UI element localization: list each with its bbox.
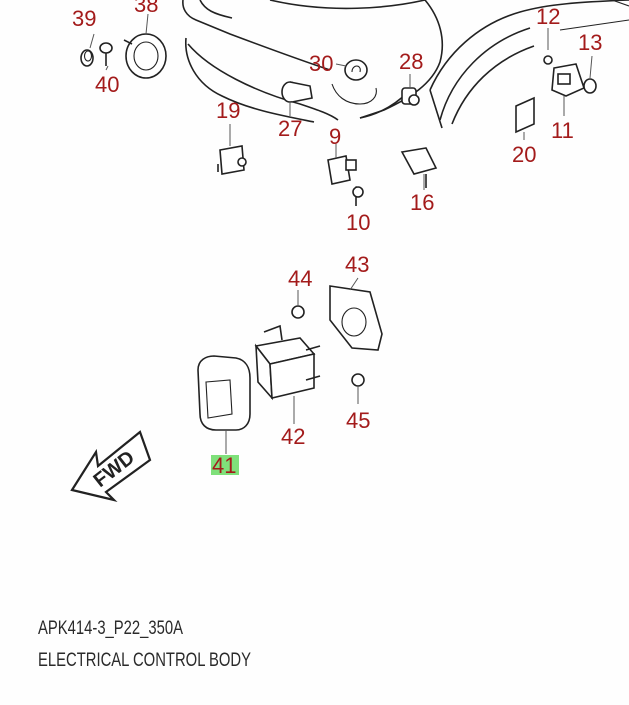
part-number-11[interactable]: 11 [551, 118, 574, 143]
part-number-44[interactable]: 44 [288, 266, 312, 291]
part-number-28[interactable]: 28 [399, 49, 423, 74]
part-40-drawing [99, 42, 113, 66]
part-12-drawing [543, 28, 553, 65]
part-28-drawing [401, 87, 420, 106]
part-20-drawing [515, 96, 535, 134]
part-number-39[interactable]: 39 [72, 6, 96, 31]
part-number-41[interactable]: 41 [212, 453, 236, 478]
part-number-16[interactable]: 16 [410, 190, 434, 215]
part-number-20[interactable]: 20 [512, 142, 536, 167]
part-number-38[interactable]: 38 [134, 0, 158, 17]
part-41-cover-drawing [197, 355, 251, 431]
part-45-nut-drawing [351, 373, 365, 387]
fwd-arrow: FWD [70, 430, 152, 502]
part-10-drawing [352, 186, 364, 206]
part-44-nut-drawing [291, 305, 305, 319]
part-39-drawing [80, 49, 94, 67]
leader-lines [89, 13, 593, 454]
part-number-30[interactable]: 30 [309, 51, 333, 76]
diagram-code: APK414-3_P22_350A [38, 618, 184, 639]
part-number-19[interactable]: 19 [216, 98, 240, 123]
part-number-45[interactable]: 45 [346, 408, 370, 433]
part-19-drawing [217, 145, 247, 175]
part-42-module-drawing [254, 324, 321, 401]
part-number-13[interactable]: 13 [578, 30, 602, 55]
part-number-43[interactable]: 43 [345, 252, 369, 277]
part-number-12[interactable]: 12 [536, 4, 560, 29]
part-number-40[interactable]: 40 [95, 72, 119, 97]
part-11-drawing [551, 63, 585, 97]
part-16-drawing [400, 147, 438, 188]
part-number-9[interactable]: 9 [329, 124, 341, 149]
part-38-horn-drawing [123, 33, 167, 79]
part-number-27[interactable]: 27 [278, 116, 302, 141]
part-number-42[interactable]: 42 [281, 424, 305, 449]
part-number-10[interactable]: 10 [346, 210, 370, 235]
part-43-bracket-drawing [329, 285, 383, 351]
highlight-41 [211, 455, 239, 475]
part-27-drawing [281, 81, 313, 103]
diagram-title: ELECTRICAL CONTROL BODY [38, 650, 252, 671]
part-30-drawing [344, 59, 368, 81]
part-13-drawing [583, 78, 597, 94]
part-9-drawing [327, 155, 357, 185]
